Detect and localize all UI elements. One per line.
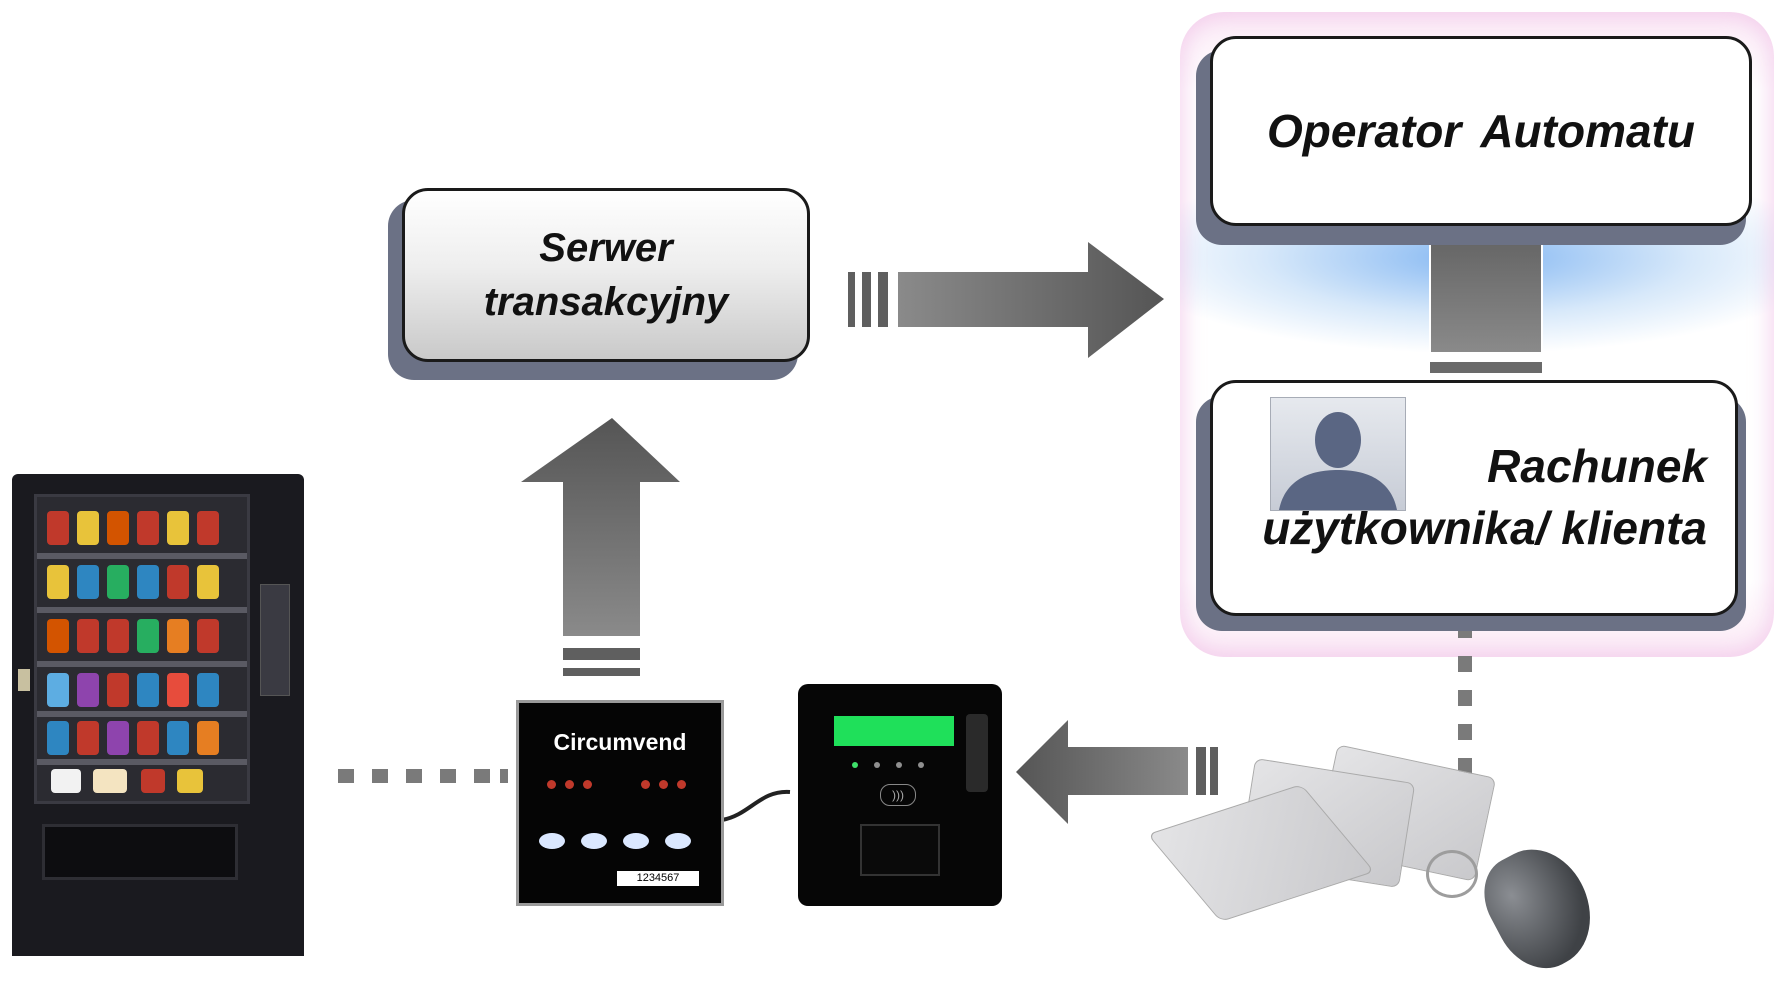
arrow-cards-to-terminal [1016,720,1218,824]
terminal-led [852,762,858,768]
terminal-display [834,716,954,746]
reader-led [565,780,574,789]
reader-led [659,780,668,789]
key-ring [1426,850,1478,898]
machine-operator-box: Operator Automatu [1210,36,1752,226]
account-label-line1: Rachunek [1487,440,1707,492]
card-terminal: ))) [798,684,1002,906]
reader-button [581,833,607,849]
arrow-server-to-operator [848,242,1164,358]
reader-button [623,833,649,849]
reader-button [665,833,691,849]
terminal-led [896,762,902,768]
reader-led [641,780,650,789]
dotted-link-vending-reader [338,769,508,783]
terminal-led [918,762,924,768]
circumvend-reader: Circumvend 1234567 [516,700,724,906]
reader-brand-label: Circumvend [553,729,687,755]
reader-button [539,833,565,849]
contactless-icon: ))) [880,784,916,806]
user-silhouette-icon [1270,397,1406,511]
arrow-reader-to-server [521,418,680,676]
terminal-card-slot [966,714,988,792]
terminal-window [860,824,940,876]
vending-handle [18,669,30,691]
reader-led [547,780,556,789]
transaction-server-box: Serwer transakcyjny [402,188,810,362]
vending-glass [34,494,250,804]
reader-serial-label: 1234567 [617,871,699,886]
reader-led [583,780,592,789]
dotted-link-account-cards [1458,622,1472,792]
operator-label: Operator Automatu [1267,105,1695,157]
reader-led [677,780,686,789]
vending-machine-image [12,474,304,956]
server-label-line1: Serwer [539,226,673,270]
device-cable [721,789,791,822]
vending-keypad [260,584,290,696]
server-label-line2: transakcyjny [483,280,729,324]
vending-tray [42,824,238,880]
terminal-led [874,762,880,768]
